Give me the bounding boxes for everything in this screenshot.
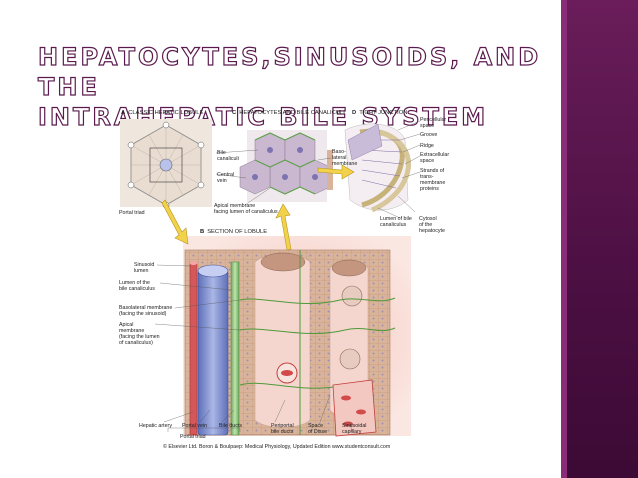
slide-title-line-1: Hepatocytes,Sinusoids, and the xyxy=(37,42,542,101)
label-apical-membrane-c: Apical membrane facing lumen of canalicu… xyxy=(214,203,278,215)
label-bile-canaliculi: Bile canaliculi xyxy=(217,150,239,162)
label-cytosol: Cytosol of the hepatocyte xyxy=(419,216,445,234)
label-ridge: Ridge xyxy=(420,143,434,149)
panel-b-section xyxy=(183,236,411,437)
leader-lines xyxy=(154,120,421,433)
decorative-sidebar xyxy=(567,0,638,478)
panel-connector-arrows xyxy=(161,164,355,251)
label-bile-ducts: Bile ducts xyxy=(219,423,242,429)
label-lumen-bile-canaliculus-b: Lumen of the bile canaliculus xyxy=(119,280,155,292)
label-groove: Groove xyxy=(420,132,438,138)
label-sinusoidal-capillary: Sinusoidal capillary xyxy=(342,423,367,435)
label-hepatic-artery: Hepatic artery xyxy=(139,423,172,429)
label-pericellular-space: Pericellular space xyxy=(420,117,447,129)
slide-title-line-2: intrahepatic bile system xyxy=(37,102,489,131)
label-lumen-bile-canaliculus-d: Lumen of bile canaliculus xyxy=(380,216,412,228)
label-central-vein: Central vein xyxy=(217,172,235,184)
slide-title: Hepatocytes,Sinusoids, and the intrahepa… xyxy=(37,42,558,132)
label-basolateral-membrane-c: Baso- lateral membrane xyxy=(332,149,358,167)
panel-a-lobule xyxy=(120,119,212,209)
label-portal-triad-b: Portal triad xyxy=(180,434,206,440)
label-basolateral-membrane-b: Basolateral membrane (facing the sinusoi… xyxy=(119,305,173,317)
label-apical-membrane-b: Apical membrane (facing the lumen of can… xyxy=(119,322,160,346)
label-portal-vein: Portal vein xyxy=(182,423,208,429)
sidebar-accent-stripe xyxy=(561,0,567,478)
label-periportal-bile-ducts: Periportal bile ducts xyxy=(271,423,294,435)
label-strands-proteins: Strands of trans- membrane proteins xyxy=(420,168,446,192)
label-sinusoid-lumen: Sinusoid lumen xyxy=(134,262,155,274)
panel-c-hepatocytes xyxy=(239,130,333,202)
label-portal-triad-a: Portal triad xyxy=(119,210,145,216)
panel-d-tight-junction xyxy=(344,123,412,213)
figure-copyright: © Elsevier Ltd. Boron & Boulpaep: Medica… xyxy=(163,444,391,450)
label-extracellular-space: Extracellular space xyxy=(420,152,450,164)
label-space-of-disse: Space of Disse xyxy=(308,423,328,435)
